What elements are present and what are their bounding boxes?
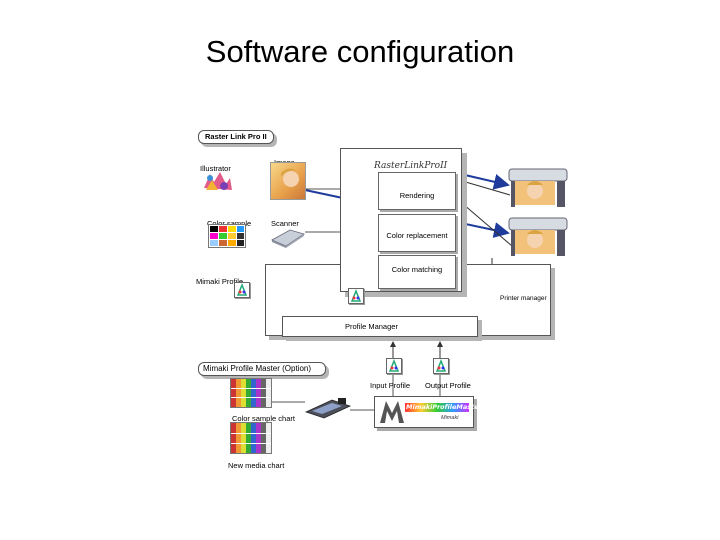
raster-link-pro-text: Raster Link Pro II [205, 132, 267, 141]
printer-icon-2 [505, 212, 571, 258]
profile-manager-text: Profile Manager [345, 322, 398, 331]
color-sample-chart-icon [230, 378, 272, 408]
printer-icon-1 [505, 163, 571, 209]
colorimeter-device-icon [304, 396, 352, 420]
profile-master-logo-box: MimakiProfileMaster Mimaki [374, 396, 482, 428]
page-title: Software configuration [205, 34, 515, 69]
profile-master-text: Mimaki Profile Master (Option) [203, 364, 312, 373]
input-profile-icon [386, 358, 402, 374]
profile-icon [234, 282, 250, 298]
profile-master-logo-text: MimakiProfileMaster [406, 403, 482, 411]
output-profile-icon [433, 358, 449, 374]
input-profile-label: Input Profile [370, 381, 411, 390]
profile-master-label: Mimaki Profile Master (Option) [198, 362, 326, 376]
new-media-chart-icon [230, 422, 272, 454]
color-sample-swatch-icon [208, 224, 246, 248]
rip-profile-icon [348, 288, 364, 304]
profile-master-logo-sub: Mimaki [441, 415, 459, 421]
new-media-chart-label: New media chart [228, 461, 285, 470]
illustrator-label: Illustrator [200, 164, 231, 173]
output-profile-label: Output Profile [425, 381, 471, 390]
color-sample-label: Color sample [207, 213, 251, 231]
rip-logo: RasterLinkProII [374, 161, 448, 171]
m-logo-icon [380, 401, 404, 423]
profile-manager-box: Profile Manager [282, 316, 478, 337]
scanner-label: Scanner [271, 219, 299, 228]
rendering-stage: Rendering [378, 172, 456, 210]
illustrator-artwork-icon [200, 168, 234, 194]
printer-manager-label: Printer manager [500, 295, 547, 302]
color-sample-chart-label: Color sample chart [232, 414, 295, 423]
mimaki-profile-label: Mimaki Profile [196, 277, 244, 286]
scanner-icon [270, 226, 306, 248]
image-photo-icon [270, 162, 306, 200]
color-matching-stage: Color matching [378, 255, 456, 289]
raster-link-pro-label: Raster Link Pro II [198, 130, 274, 144]
color-replacement-stage: Color replacement [378, 214, 456, 252]
